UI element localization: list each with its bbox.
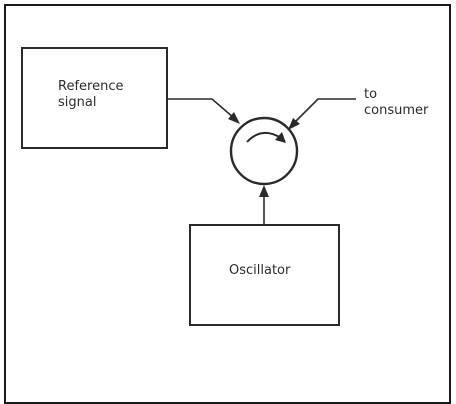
oscillator-block: Oscillator xyxy=(189,224,340,326)
reference-to-mixer-arrow xyxy=(167,98,240,124)
output-label-line2: consumer xyxy=(364,103,429,118)
oscillator-label: Oscillator xyxy=(229,263,291,278)
phase-circle xyxy=(229,116,299,186)
oscillator-to-mixer-arrow xyxy=(259,185,269,225)
reference-label-line2: signal xyxy=(58,95,96,110)
reference-signal-box xyxy=(21,47,168,149)
mixer-to-consumer-arrow xyxy=(288,98,356,130)
rotation-arrowhead-icon xyxy=(275,132,286,143)
reference-label-line1: Reference xyxy=(58,79,123,94)
oscillator-box xyxy=(189,224,340,326)
rotation-arc xyxy=(246,131,282,143)
phase-circle-block xyxy=(229,116,299,186)
reference-signal-block: Reference signal xyxy=(21,47,168,149)
output-label-line1: to xyxy=(364,87,377,102)
